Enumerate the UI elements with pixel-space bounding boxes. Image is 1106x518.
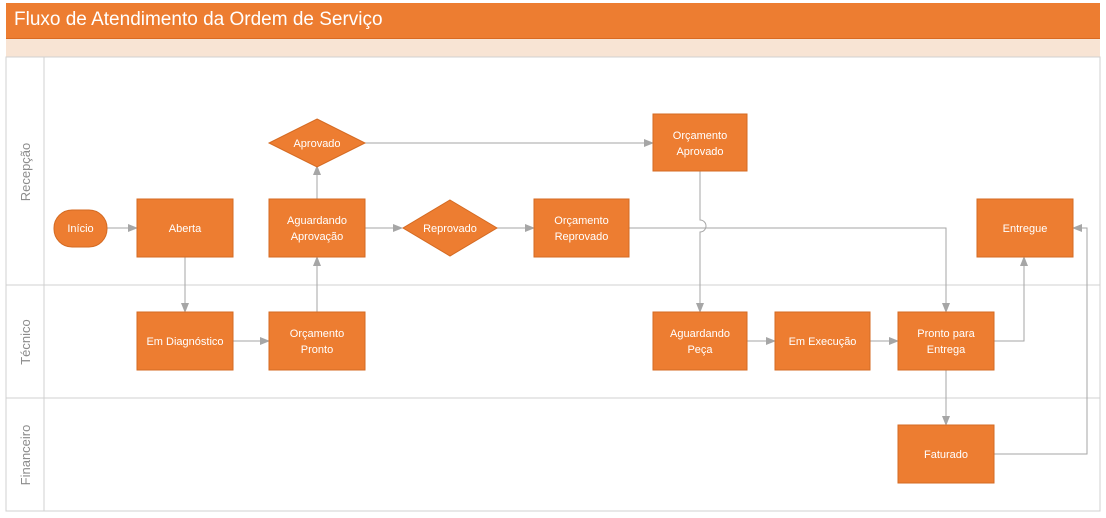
decision-reprovado: Reprovado xyxy=(402,199,498,257)
process-aguardando-peca: Aguardando Peça xyxy=(652,311,748,371)
process-orcamento-pronto-label-1: Orçamento xyxy=(290,328,344,340)
process-orcamento-pronto: Orçamento Pronto xyxy=(268,311,366,371)
process-orcamento-reprovado: Orçamento Reprovado xyxy=(533,198,630,258)
decision-aprovado-label: Aprovado xyxy=(293,138,340,150)
process-aguardando-peca-label-1: Aguardando xyxy=(670,328,730,340)
connector-pronto-entregue xyxy=(994,256,1028,342)
start-node: Início xyxy=(53,209,108,248)
process-entregue: Entregue xyxy=(976,198,1074,258)
title-bar: Fluxo de Atendimento da Ordem de Serviço xyxy=(6,3,1100,39)
process-aberta: Aberta xyxy=(136,198,234,258)
process-orcamento-reprovado-label-2: Reprovado xyxy=(555,231,609,243)
connector-orcamento-reprovado-pronto xyxy=(629,227,950,313)
process-aberta-label: Aberta xyxy=(169,223,202,235)
process-orcamento-aprovado: Orçamento Aprovado xyxy=(652,113,748,172)
connector-faturado-entregue xyxy=(994,224,1088,455)
process-orcamento-aprovado-label-2: Aprovado xyxy=(676,146,723,158)
connectors xyxy=(107,139,1088,455)
process-pronto-para-entrega: Pronto para Entrega xyxy=(897,311,995,371)
title-band xyxy=(6,39,1100,57)
process-em-execucao-label: Em Execução xyxy=(789,336,857,348)
connector-orcamento-aprovado-aguardando-peca xyxy=(696,171,707,313)
lane-label-financeiro: Financeiro xyxy=(18,425,33,486)
process-orcamento-reprovado-label-1: Orçamento xyxy=(554,215,608,227)
process-em-execucao: Em Execução xyxy=(774,311,871,371)
decision-reprovado-label: Reprovado xyxy=(423,223,477,235)
process-pronto-para-entrega-label-1: Pronto para xyxy=(917,328,975,340)
process-aguardando-aprovacao-label-2: Aprovação xyxy=(291,231,344,243)
process-em-diagnostico-label: Em Diagnóstico xyxy=(146,336,223,348)
decision-aprovado: Aprovado xyxy=(267,118,367,168)
process-em-diagnostico: Em Diagnóstico xyxy=(136,311,234,371)
lane-label-recepcao: Recepção xyxy=(18,143,33,202)
process-aguardando-peca-label-2: Peça xyxy=(687,344,713,356)
diagram-title: Fluxo de Atendimento da Ordem de Serviço xyxy=(14,9,383,30)
process-orcamento-pronto-label-2: Pronto xyxy=(301,344,333,356)
process-pronto-para-entrega-label-2: Entrega xyxy=(927,344,966,356)
process-faturado-label: Faturado xyxy=(924,449,968,461)
process-entregue-label: Entregue xyxy=(1003,223,1048,235)
process-aguardando-aprovacao: Aguardando Aprovação xyxy=(268,198,366,258)
process-aguardando-aprovacao-label-1: Aguardando xyxy=(287,215,347,227)
start-node-label: Início xyxy=(67,223,93,235)
process-faturado: Faturado xyxy=(897,424,995,484)
lane-label-tecnico: Técnico xyxy=(18,319,33,365)
process-orcamento-aprovado-label-1: Orçamento xyxy=(673,130,727,142)
